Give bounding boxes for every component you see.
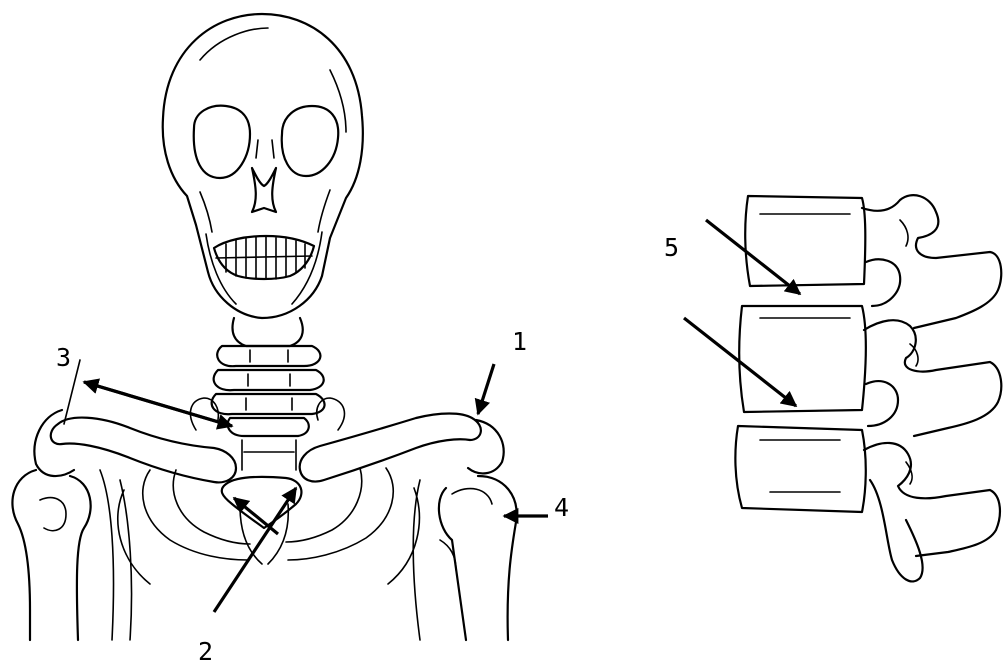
callout-label-4: 4 [554, 493, 569, 522]
arrow-5a [706, 220, 800, 294]
arrow-2a [214, 488, 296, 612]
callout-label-2: 2 [198, 637, 213, 665]
arrow-1 [478, 364, 494, 414]
cervical-spine-drawing [212, 318, 325, 470]
callout-label-3: 3 [56, 343, 71, 372]
callout-label-1: 1 [512, 327, 527, 356]
left-humerus-drawing [12, 470, 131, 640]
skull-drawing [163, 14, 363, 318]
right-humerus-drawing [413, 476, 516, 640]
callout-labels: 1 2 3 4 5 [56, 233, 679, 665]
shoulder-girdle-drawing [34, 398, 503, 584]
callout-label-5: 5 [664, 233, 679, 262]
callout-arrows [64, 220, 800, 612]
